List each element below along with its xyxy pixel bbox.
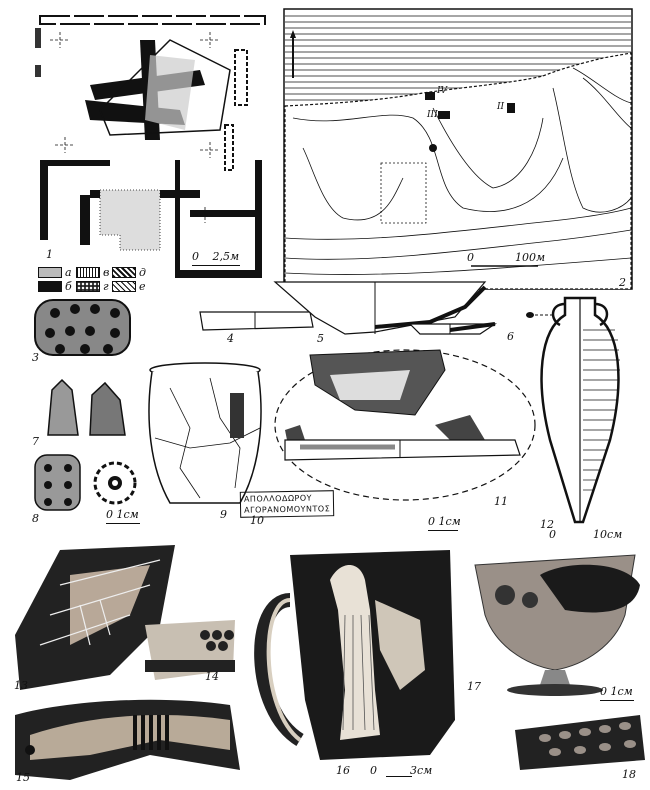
fig12-scale-zero: 0: [549, 528, 556, 541]
legend-g: г: [103, 280, 109, 293]
figure-number: 15: [16, 771, 30, 784]
site-label-ii: II: [497, 102, 505, 112]
fragments-drawing: [47, 378, 126, 436]
figure-number: 10: [250, 514, 264, 527]
sherd-14: 14: [145, 620, 240, 685]
fig11-scale: 0 1см: [428, 515, 461, 531]
scale-label: 1см: [438, 515, 461, 528]
scale-zero: 0: [192, 250, 199, 263]
scale-zero: 0: [106, 508, 113, 521]
plan-drawing: [35, 15, 266, 278]
figure-number: 13: [14, 679, 28, 692]
object-drawing: [34, 299, 131, 356]
jar: 9: [140, 358, 270, 528]
fig8-scale: 0 1см: [106, 508, 140, 524]
figure-number: 12: [540, 518, 554, 531]
figure-number: 6: [507, 330, 514, 343]
sherd-photo: [145, 620, 235, 680]
kantharos-photo: [474, 554, 640, 696]
topographic-map: IV III II 0 100м 2: [283, 8, 633, 290]
legend-e: е: [139, 280, 146, 293]
oinochoe-photo: [254, 550, 455, 760]
figure-number: 1: [46, 248, 53, 261]
excavation-plan: 1 0 2,5м: [30, 10, 270, 280]
kantharos-17: 17 0 1см: [465, 545, 645, 701]
map-scale-label: 100м: [515, 251, 546, 264]
sherd-15: 15: [10, 695, 245, 785]
figure-number: 7: [32, 435, 39, 448]
figure-number: 11: [494, 495, 508, 508]
terracotta-fragments: 7: [30, 375, 140, 450]
knobbed-object: 3: [30, 295, 140, 365]
fig16-scale-label: 3см: [410, 764, 433, 777]
scale-zero: 0: [428, 515, 435, 528]
fig12-scale-label: 10см: [593, 528, 623, 541]
fig17-scale: 0 1см: [600, 685, 634, 701]
sherd-photo: [515, 715, 645, 770]
figure-number: 18: [622, 768, 636, 781]
legend-b: б: [65, 280, 72, 293]
figure-number: 14: [205, 670, 219, 683]
figure-number: 4: [227, 332, 234, 345]
scale-label: 1см: [610, 685, 633, 698]
sherd-13: 13: [10, 545, 180, 695]
profiles-drawing: [199, 281, 497, 335]
sherd-18: 18: [510, 710, 650, 785]
map-scale-zero: 0: [467, 251, 474, 264]
legend-v: в: [103, 266, 110, 279]
fig16-scale-zero: 0: [370, 764, 377, 777]
figure-number: 5: [317, 332, 324, 345]
painted-kylix: 11 0 1см: [270, 345, 540, 531]
figure-number: 16: [336, 764, 350, 777]
amphora-drawing: [526, 296, 620, 524]
map-drawing: [283, 8, 633, 290]
legend-d: д: [139, 266, 146, 279]
scale-zero: 0: [600, 685, 607, 698]
sherd-photo: [15, 699, 240, 780]
oinochoe-16: 16 0 3см: [250, 540, 460, 785]
plan-scale: 0 2,5м: [192, 250, 240, 266]
scale-label: 2,5м: [212, 250, 240, 263]
figure-number: 8: [32, 512, 39, 525]
vessel-profiles: 4 5 6: [195, 272, 525, 352]
legend-a: а: [65, 266, 72, 279]
scale-label: 1см: [116, 508, 139, 521]
figure-number: 3: [32, 351, 39, 364]
sherd-photo: [15, 545, 175, 690]
site-label-iii: III: [427, 110, 438, 120]
spindle-whorls: 8 0 1см: [30, 450, 155, 530]
jar-drawing: [148, 362, 262, 504]
amphora: 12 0 10см: [525, 290, 640, 541]
site-label-iv: IV: [437, 86, 448, 96]
scale-bar: [386, 776, 412, 777]
figure-number: 2: [619, 276, 626, 289]
whorls-drawing: [34, 454, 137, 511]
kylix-drawing: [274, 349, 536, 501]
figure-number: 17: [467, 680, 481, 693]
figure-number: 9: [220, 508, 227, 521]
